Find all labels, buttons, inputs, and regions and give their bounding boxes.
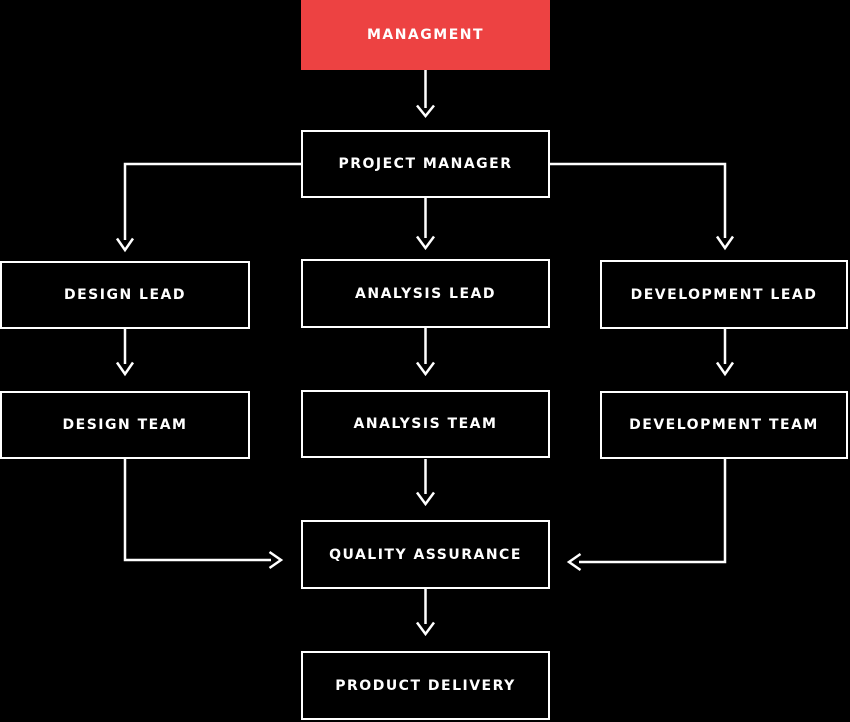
- node-label: MANAGMENT: [366, 27, 485, 43]
- arrow-project-manager-to-development-lead: [550, 162, 735, 251]
- arrow-development-team-to-quality-assurance: [566, 459, 727, 572]
- arrow-analysis-team-to-quality-assurance: [415, 459, 436, 507]
- node-development-lead: DEVELOPMENT LEAD: [600, 260, 848, 329]
- node-product-delivery: PRODUCT DELIVERY: [301, 651, 550, 720]
- arrow-quality-assurance-to-product-delivery: [415, 589, 436, 637]
- node-label: ANALYSIS LEAD: [355, 285, 496, 302]
- node-label: DEVELOPMENT LEAD: [630, 286, 818, 303]
- node-label: ANALYSIS TEAM: [353, 416, 498, 432]
- node-development-team: DEVELOPMENT TEAM: [600, 391, 848, 459]
- node-analysis-team: ANALYSIS TEAM: [301, 390, 550, 458]
- node-label: PRODUCT DELIVERY: [335, 677, 516, 694]
- arrow-managment-to-project-manager: [416, 70, 435, 118]
- node-label: DESIGN LEAD: [64, 287, 186, 303]
- arrow-project-manager-to-analysis-lead: [415, 198, 436, 251]
- node-design-lead: DESIGN LEAD: [0, 261, 250, 329]
- node-project-manager: PROJECT MANAGER: [301, 130, 550, 198]
- node-analysis-lead: ANALYSIS LEAD: [301, 259, 550, 328]
- node-label: PROJECT MANAGER: [338, 156, 513, 172]
- node-quality-assurance: QUALITY ASSURANCE: [301, 520, 550, 589]
- node-design-team: DESIGN TEAM: [0, 391, 250, 459]
- node-label: DEVELOPMENT TEAM: [629, 417, 819, 433]
- node-label: DESIGN TEAM: [62, 417, 188, 433]
- node-managment: MANAGMENT: [301, 0, 550, 70]
- arrow-design-team-to-quality-assurance: [123, 459, 284, 570]
- arrow-project-manager-to-design-lead: [115, 162, 301, 253]
- arrow-analysis-lead-to-analysis-team: [415, 328, 436, 377]
- arrow-design-lead-to-design-team: [115, 329, 135, 377]
- arrow-development-lead-to-development-team: [715, 329, 735, 377]
- node-label: QUALITY ASSURANCE: [329, 546, 522, 563]
